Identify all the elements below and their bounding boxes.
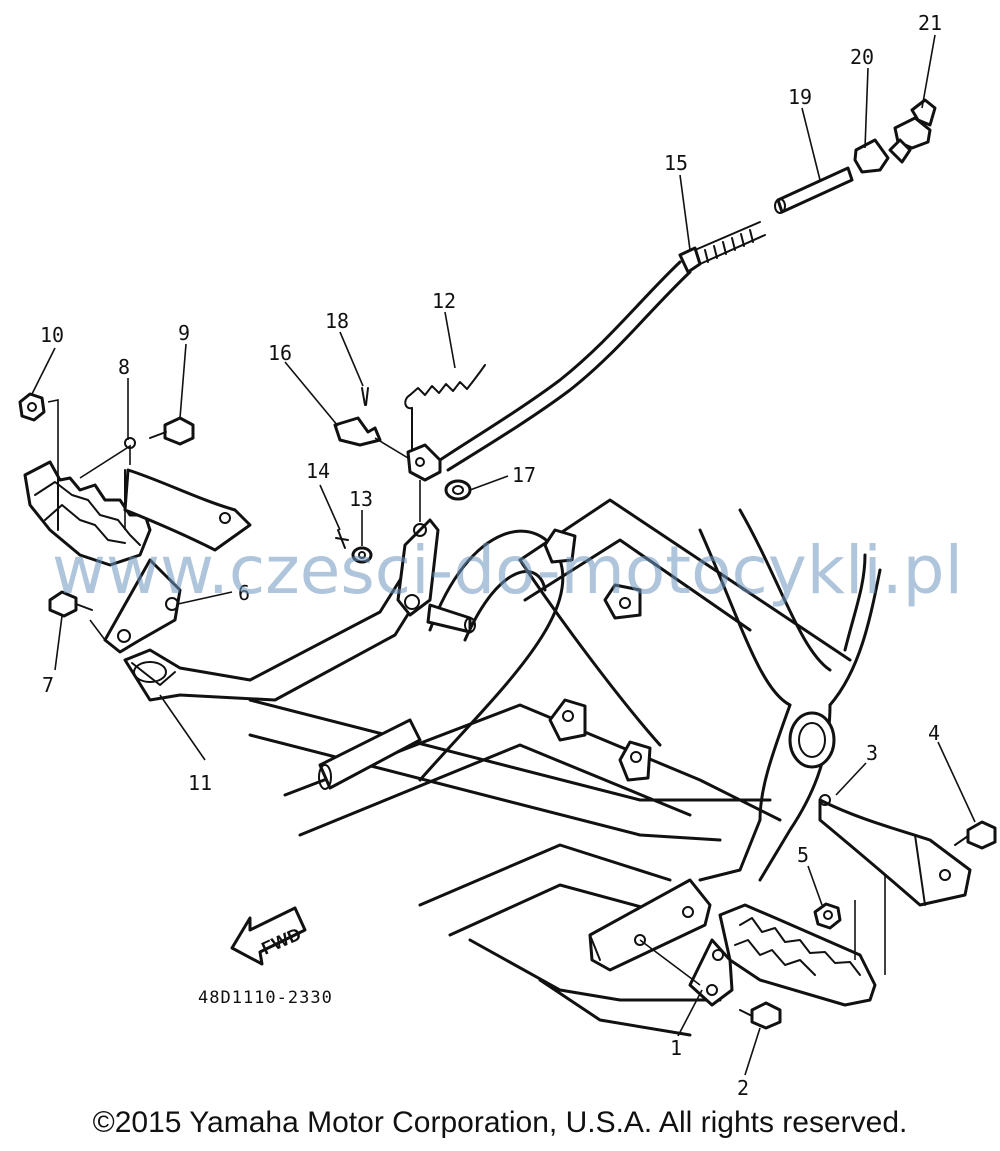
brake-rod-assembly: [438, 98, 937, 472]
copyright-notice: ©2015 Yamaha Motor Corporation, U.S.A. A…: [92, 1106, 908, 1139]
left-footrest-assembly: [18, 392, 252, 654]
callout-17: 17: [512, 463, 536, 487]
callout-11: 11: [188, 771, 212, 795]
callout-20: 20: [850, 45, 874, 69]
leader-lines: [31, 34, 976, 1076]
callout-3: 3: [866, 741, 878, 765]
callout-9: 9: [178, 321, 190, 345]
callout-12: 12: [432, 289, 456, 313]
callout-1: 1: [670, 1036, 682, 1060]
frame: [248, 498, 882, 1037]
callout-2: 2: [737, 1076, 749, 1100]
callout-15: 15: [664, 151, 688, 175]
callout-labels: 1 2 3 4 5 6 7 8 9 10 11 12 13 14 15 16 1…: [40, 11, 942, 1100]
callout-5: 5: [797, 843, 809, 867]
fwd-arrow: FWD: [230, 906, 307, 966]
callout-21: 21: [918, 11, 942, 35]
callout-10: 10: [40, 323, 64, 347]
callout-6: 6: [238, 581, 250, 605]
right-footrest-assembly: [639, 794, 997, 1030]
callout-18: 18: [325, 309, 349, 333]
callout-16: 16: [268, 341, 292, 365]
callout-7: 7: [42, 673, 54, 697]
part-code: 48D1110-2330: [198, 988, 333, 1008]
callout-4: 4: [928, 721, 940, 745]
callout-14: 14: [306, 459, 330, 483]
callout-13: 13: [349, 487, 373, 511]
callout-19: 19: [788, 85, 812, 109]
callout-8: 8: [118, 355, 130, 379]
